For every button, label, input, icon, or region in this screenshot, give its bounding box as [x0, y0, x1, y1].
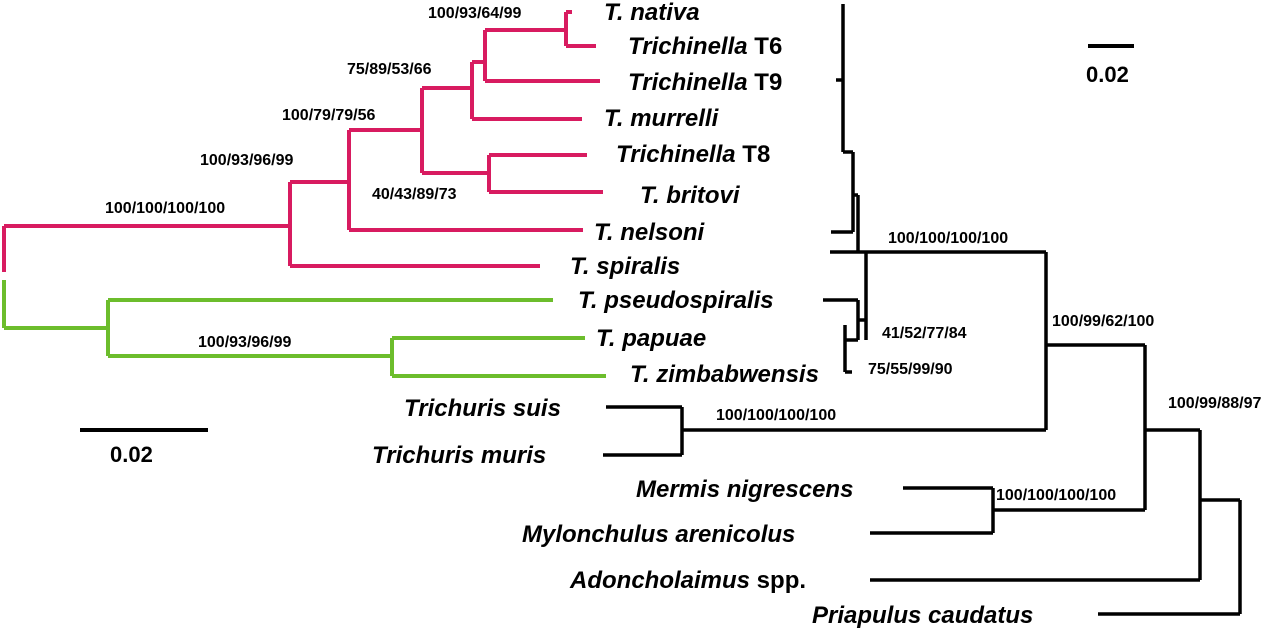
- taxon-label-murrelli: T. murrelli: [604, 105, 720, 132]
- taxon-label-nativa: T. nativa: [604, 0, 700, 26]
- taxon-label-trichuris-muris: Trichuris muris: [372, 442, 546, 469]
- node-support-inner-encapsulated: 100/79/79/56: [282, 107, 376, 124]
- taxon-label-priapulus: Priapulus caudatus: [812, 602, 1033, 629]
- node-support-nativa-t9: 75/89/53/66: [347, 61, 432, 78]
- node-support-encapsulated-spiralis: 100/93/96/99: [200, 152, 294, 169]
- taxon-label-spiralis: T. spiralis: [570, 253, 680, 280]
- node-support-trichocephalida: 100/99/62/100: [1052, 313, 1154, 330]
- taxon-label-mermis: Mermis nigrescens: [636, 476, 853, 503]
- taxon-label-mylonchulus: Mylonchulus arenicolus: [522, 521, 795, 548]
- node-support-papuae-zimbabwensis-right: 75/55/99/90: [868, 361, 953, 378]
- scale-bar-right-label: 0.02: [1086, 62, 1129, 87]
- node-support-ingroup: 100/99/88/97: [1168, 395, 1262, 412]
- taxon-label-nelsoni: T. nelsoni: [594, 219, 706, 246]
- taxon-label-britovi: T. britovi: [640, 182, 741, 209]
- taxon-label-trichuris-suis: Trichuris suis: [404, 395, 561, 422]
- scale-bar-left-label: 0.02: [110, 442, 153, 467]
- node-support-nativa-t6: 100/93/64/99: [428, 5, 522, 22]
- node-support-trichuris: 100/100/100/100: [716, 407, 836, 424]
- taxon-label-pseudospiralis: T. pseudospiralis: [578, 287, 774, 314]
- taxon-label-t9: Trichinella T9: [628, 69, 782, 96]
- node-support-trichinella-clade: 100/100/100/100: [888, 230, 1008, 247]
- node-support-papuae-zimbabwensis: 100/93/96/99: [198, 334, 292, 351]
- taxon-label-papuae: T. papuae: [596, 325, 706, 352]
- taxon-label-zimbabwensis: T. zimbabwensis: [630, 361, 819, 388]
- node-support-t8-britovi: 40/43/89/73: [372, 186, 457, 203]
- node-support-trichinella-root: 100/100/100/100: [105, 200, 225, 217]
- taxon-label-t8: Trichinella T8: [616, 141, 770, 168]
- left-tree-nonencapsulated: [2, 280, 606, 378]
- taxon-label-t6: Trichinella T6: [628, 33, 782, 60]
- taxon-label-adoncholaimus: Adoncholaimus spp.: [569, 567, 806, 594]
- node-support-mermis-mylonchulus: 100/100/100/100: [996, 487, 1116, 504]
- left-tree-encapsulated: [2, 10, 603, 272]
- right-tree: [603, 4, 1242, 616]
- node-support-trichinella-nonencap: 41/52/77/84: [882, 325, 967, 342]
